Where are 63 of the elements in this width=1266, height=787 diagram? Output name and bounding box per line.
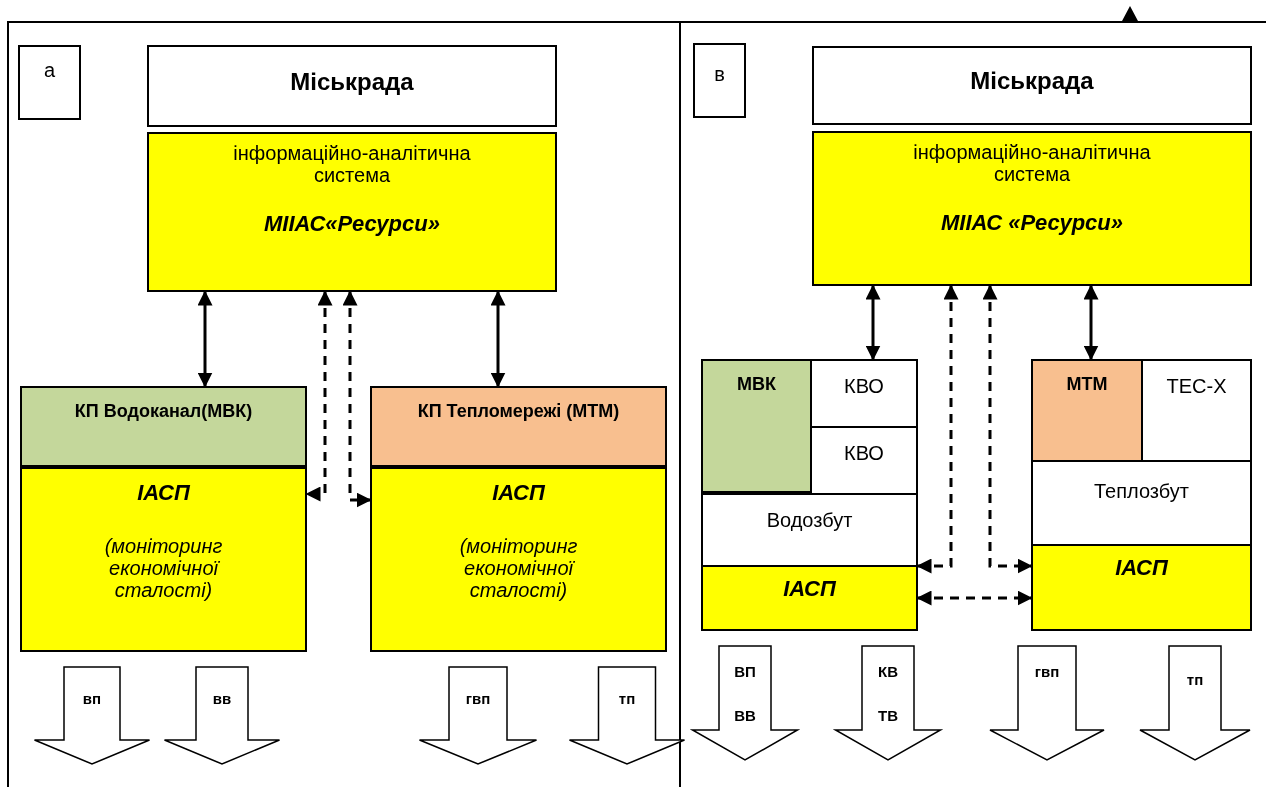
- node-title: КВО: [844, 442, 884, 464]
- edge-label: КВ ТВ: [878, 662, 898, 726]
- node-title: КП Тепломережі (МТМ): [417, 402, 620, 422]
- node-title: ТЕС-Х: [1166, 375, 1227, 397]
- block-arrow: [1139, 645, 1251, 761]
- node-title: КП Водоканал(МВК): [74, 402, 253, 422]
- node-title: МВК: [737, 375, 776, 395]
- arrow: [197, 290, 213, 388]
- node-text: МІІАС«Ресурси»: [264, 212, 440, 237]
- arrow: [982, 284, 1033, 574]
- node-title: ІАСП: [492, 481, 545, 506]
- block-arrow: [689, 645, 801, 761]
- enterprise-cell: [701, 359, 812, 493]
- edge-label: ВП ВВ: [734, 662, 756, 726]
- node-title: інформаційно-аналітична система: [232, 142, 472, 186]
- system-cell: [1031, 544, 1252, 631]
- block-arrow: [832, 645, 944, 761]
- node-title: інформаційно-аналітична система: [912, 141, 1152, 185]
- node-title: Теплозбут: [1094, 480, 1189, 502]
- node-title: ІАСП: [1115, 556, 1168, 581]
- system-box: [370, 467, 667, 652]
- node-title: МТМ: [1066, 375, 1108, 395]
- node-title: а: [43, 59, 56, 81]
- arrow: [342, 290, 372, 508]
- node-title: Водозбут: [766, 509, 853, 531]
- edge-label: вв: [212, 689, 232, 709]
- enterprise-box: [20, 386, 307, 467]
- system-box: [20, 467, 307, 652]
- sales-cell: [1031, 460, 1252, 546]
- system-box: [147, 132, 557, 292]
- block-arrow: [568, 666, 686, 765]
- edge-label: тп: [1186, 670, 1204, 690]
- edge-label: гвп: [1034, 662, 1060, 682]
- block-arrow: [33, 666, 151, 765]
- arrow: [490, 290, 506, 388]
- panel-label: [18, 45, 81, 120]
- arrow: [865, 284, 881, 361]
- node-title: ІАСП: [783, 577, 836, 602]
- council-box: [147, 45, 557, 127]
- panel-label: [693, 43, 746, 118]
- department-cell: [1141, 359, 1252, 462]
- block-arrow: [163, 666, 281, 765]
- node-title: Міськрада: [970, 68, 1094, 95]
- node-text: (моніторинг економічної сталості): [458, 535, 579, 602]
- arrow: [1083, 284, 1099, 361]
- edge-label: вп: [82, 689, 102, 709]
- edge-label: тп: [618, 689, 636, 709]
- node-title: ІАСП: [137, 481, 190, 506]
- block-arrow: [418, 666, 538, 765]
- enterprise-box: [370, 386, 667, 467]
- node-text: МІІАС «Ресурси»: [941, 211, 1123, 236]
- department-cell: [810, 359, 918, 428]
- council-box: [812, 46, 1252, 125]
- sales-cell: [701, 493, 918, 567]
- node-title: КВО: [844, 375, 884, 397]
- node-title: в: [714, 63, 725, 85]
- enterprise-cell: [1031, 359, 1143, 462]
- node-title: Міськрада: [290, 69, 414, 96]
- system-box: [812, 131, 1252, 286]
- edge-label: гвп: [465, 689, 491, 709]
- block-arrow: [989, 645, 1105, 761]
- node-text: (моніторинг економічної сталості): [103, 535, 224, 602]
- system-cell: [701, 565, 918, 631]
